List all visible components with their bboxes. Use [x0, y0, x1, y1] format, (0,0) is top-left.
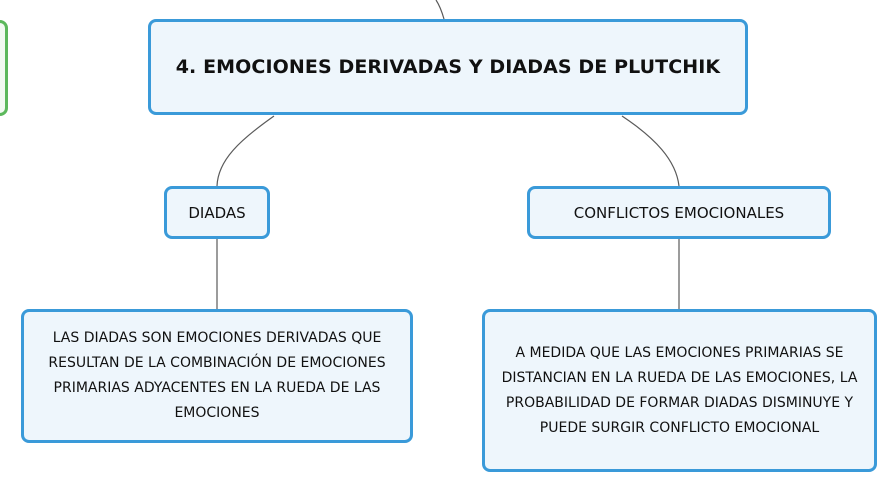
diadas-description-node[interactable]: LAS DIADAS SON EMOCIONES DERIVADAS QUE R… [21, 309, 413, 443]
title-text: 4. EMOCIONES DERIVADAS Y DIADAS DE PLUTC… [175, 56, 721, 78]
diadas-label: DIADAS [188, 203, 246, 222]
conflictos-label: CONFLICTOS EMOCIONALES [573, 203, 785, 222]
diadas-node[interactable]: DIADAS [164, 186, 270, 239]
connector-title-to-conflictos [621, 115, 680, 187]
conflictos-description-text: A MEDIDA QUE LAS EMOCIONES PRIMARIAS SE … [501, 344, 858, 436]
connector-parent-to-title [435, 0, 445, 20]
conflictos-description-node[interactable]: A MEDIDA QUE LAS EMOCIONES PRIMARIAS SE … [482, 309, 877, 472]
connector-title-to-diadas [216, 115, 275, 187]
conflictos-emocionales-node[interactable]: CONFLICTOS EMOCIONALES [527, 186, 831, 239]
side-node-partial[interactable] [0, 20, 8, 116]
diadas-description-text: LAS DIADAS SON EMOCIONES DERIVADAS QUE R… [48, 330, 386, 421]
title-node[interactable]: 4. EMOCIONES DERIVADAS Y DIADAS DE PLUTC… [148, 19, 748, 115]
